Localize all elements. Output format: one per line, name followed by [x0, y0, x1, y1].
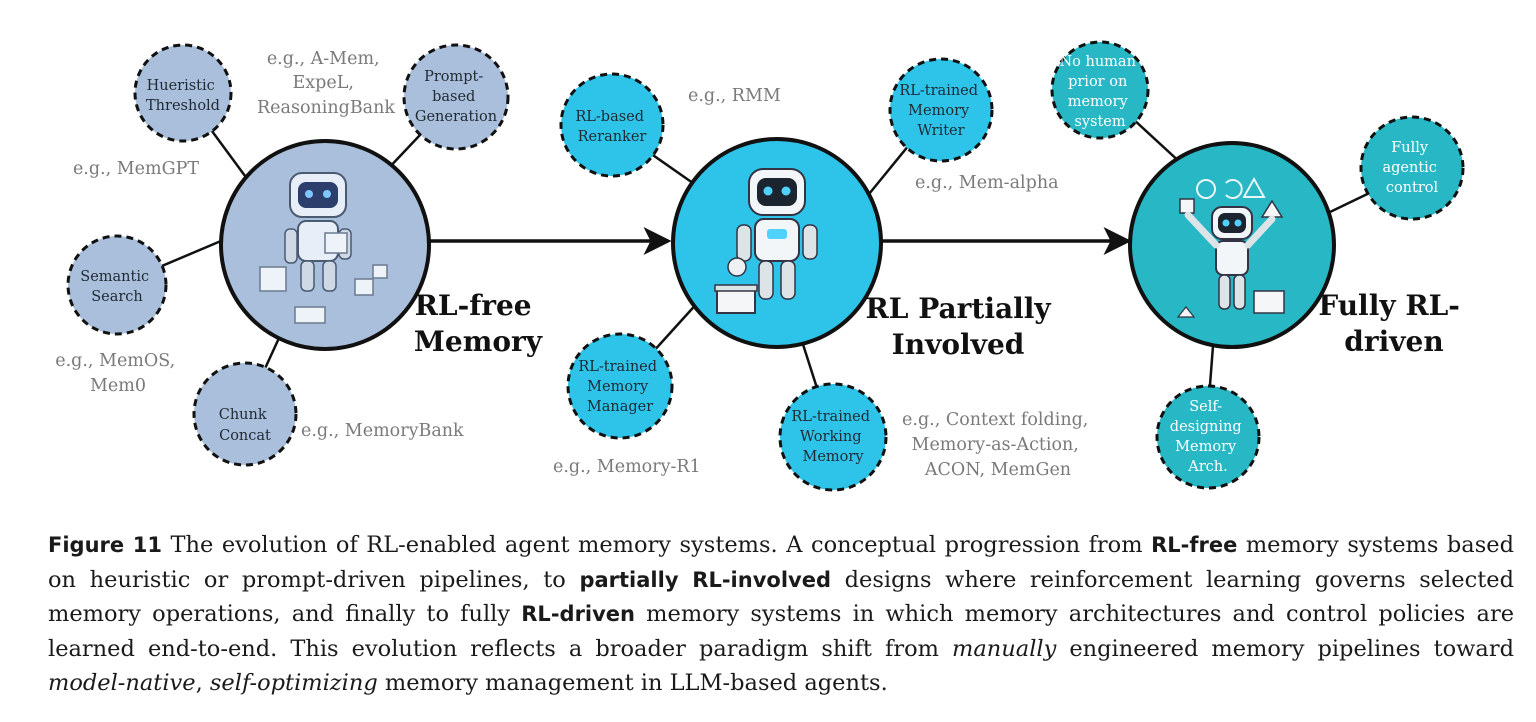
node-rl-trained-memory-manager [566, 332, 674, 440]
robot-stacking-blocks-icon [259, 172, 388, 324]
example-memgpt: e.g., MemGPT [73, 159, 199, 179]
example-mem-alpha: e.g., Mem-alpha [915, 173, 1059, 193]
caption-bold-rl-driven: RL-driven [521, 602, 636, 626]
node-label-rl-based-reranker: RL-based Reranker [575, 109, 648, 145]
node-rl-based-reranker [559, 72, 665, 178]
caption-bold-partially: partially RL-involved [579, 567, 831, 592]
caption-text: , [195, 670, 210, 696]
stage-rl-partial-circle [671, 137, 883, 349]
caption-italic-manually: manually [952, 635, 1057, 662]
node-no-human-prior [1050, 40, 1150, 140]
node-rl-trained-memory-writer [888, 57, 994, 163]
node-label-heuristic-threshold: Hueristic Threshold [146, 78, 220, 114]
robot-with-box-icon [714, 168, 818, 314]
node-fully-agentic-control [1359, 115, 1465, 221]
node-self-designing-memory [1155, 384, 1261, 490]
caption-italic-model-native: model-native [48, 670, 196, 696]
node-label-rl-trained-working-memory: RL-trained Working Memory [791, 409, 874, 465]
stage-rl-full-circle [1128, 141, 1336, 349]
example-memos: e.g., MemOS, Mem0 [55, 351, 181, 396]
caption-text: engineered memory pipelines toward [1056, 635, 1514, 662]
stage-rl-free-circle [219, 139, 431, 351]
node-label-self-designing-memory: Self- designing Memory Arch. [1170, 399, 1246, 475]
node-circles [66, 40, 1465, 492]
example-context-folding: e.g., Context folding, Memory-as-Action,… [902, 410, 1094, 480]
node-label-prompt-based-generation: Prompt- based Generation [415, 69, 497, 125]
node-prompt-based-generation [402, 43, 510, 151]
node-label-chunk-concat: Chunk Concat [219, 407, 272, 444]
stage-label-rl-full: Fully RL- driven [1318, 289, 1469, 358]
caption-text: memory systems in which memory architect… [48, 601, 1515, 662]
node-semantic-search [66, 234, 168, 336]
caption-bold-rl-free: RL-free [1151, 533, 1238, 557]
example-memorybank: e.g., MemoryBank [301, 421, 464, 441]
node-label-rl-trained-memory-writer: RL-trained Memory Writer [899, 83, 982, 139]
example-rmm: e.g., RMM [688, 86, 781, 106]
node-rl-trained-working-memory [778, 382, 888, 492]
robot-juggling-shapes-icon [1176, 176, 1285, 318]
example-a-mem: e.g., A-Mem, ExpeL, ReasoningBank [257, 49, 395, 118]
node-label-semantic-search: Semantic Search [80, 269, 153, 305]
evolution-diagram: Hueristic Threshold Prompt- based Genera… [55, 40, 1469, 492]
node-heuristic-threshold [133, 43, 233, 143]
caption-text: memory management in LLM-based agents. [377, 670, 888, 696]
caption-text: memory systems based on heuristic or pro… [48, 532, 1514, 593]
caption-text: designs where reinforcement learning gov… [48, 566, 1514, 628]
stage-label-rl-partial: RL Partially Involved [866, 292, 1061, 361]
caption-italic-self-optimizing: self-optimizing [209, 670, 378, 696]
caption-text: The evolution of RL-enabled agent memory… [162, 532, 1152, 558]
stage-label-rl-free: RL-free Memory [414, 289, 543, 358]
figure-caption: Figure 11 The evolution of RL-enabled ag… [48, 528, 1514, 701]
node-label-rl-trained-memory-manager: RL-trained Memory Manager [578, 359, 661, 415]
node-label-no-human-prior: No human prior on memory system [1059, 54, 1140, 130]
example-memory-r1: e.g., Memory-R1 [553, 457, 701, 477]
figure-label: Figure 11 [48, 533, 163, 557]
node-label-fully-agentic-control: Fully agentic control [1382, 140, 1441, 196]
node-chunk-concat [192, 361, 298, 467]
